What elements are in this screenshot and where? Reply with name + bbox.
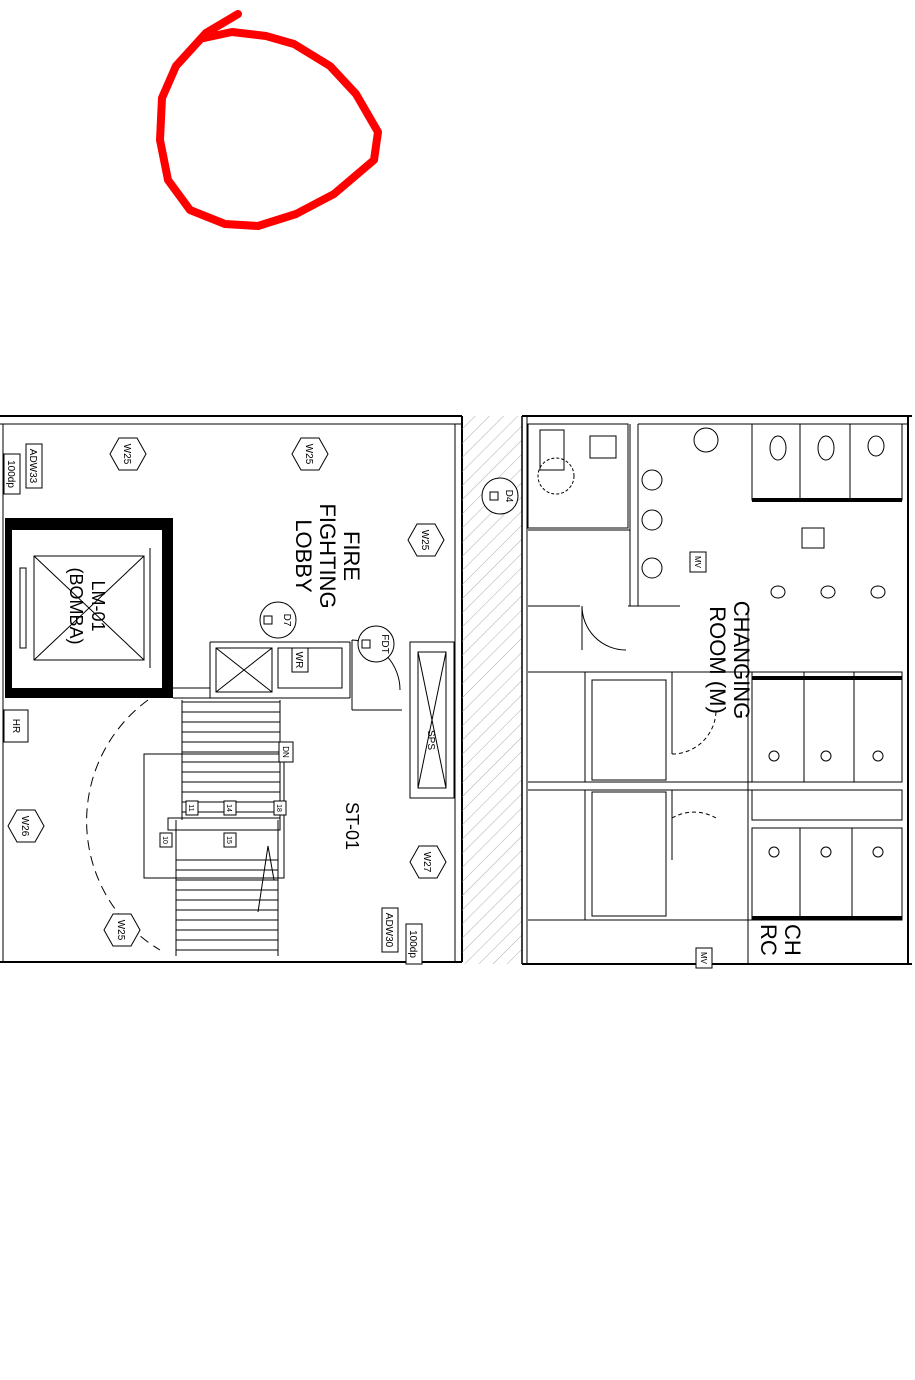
svg-text:D7: D7 xyxy=(281,614,292,627)
label-stair: ST-01 xyxy=(342,802,362,850)
red-annotation-circle xyxy=(156,10,382,230)
svg-text:CH: CH xyxy=(780,924,805,956)
svg-text:15: 15 xyxy=(225,836,232,844)
label-changing-room-partial: CH RC xyxy=(756,924,805,956)
svg-text:CHANGING: CHANGING xyxy=(729,601,754,720)
step-tag-10: 10 xyxy=(159,832,173,848)
tag-100dp-bottom: 100dp xyxy=(405,923,423,965)
tag-w25-3: W25 xyxy=(407,523,445,557)
svg-text:WR: WR xyxy=(293,652,304,669)
lift-car xyxy=(33,555,145,661)
svg-text:W27: W27 xyxy=(421,852,432,873)
svg-text:ADW30: ADW30 xyxy=(383,913,394,948)
tag-w27: W27 xyxy=(409,845,447,879)
svg-text:ROOM (M): ROOM (M) xyxy=(705,606,730,714)
step-tag-14: 14 xyxy=(223,800,237,816)
svg-text:RC: RC xyxy=(756,924,781,956)
step-tag-15: 15 xyxy=(223,832,237,848)
door-swing-dashed xyxy=(86,699,161,951)
tag-adw33: ADW33 xyxy=(25,443,43,489)
svg-text:W25: W25 xyxy=(303,444,314,465)
svg-text:W25: W25 xyxy=(121,444,132,465)
label-fire-fighting-lobby: FIRE FIGHTING LOBBY xyxy=(291,503,364,608)
tag-w26: W26 xyxy=(7,809,45,843)
tag-mv-1: MV xyxy=(689,551,707,573)
tag-fdt: FDT xyxy=(357,625,395,663)
svg-text:MV: MV xyxy=(693,556,702,569)
svg-text:W25: W25 xyxy=(115,920,126,941)
tag-d4: D4 xyxy=(481,477,519,515)
svg-text:100dp: 100dp xyxy=(5,460,16,488)
svg-text:MV: MV xyxy=(699,952,708,965)
svg-text:100dp: 100dp xyxy=(407,930,418,958)
svg-text:D4: D4 xyxy=(503,490,514,503)
step-tag-11: 11 xyxy=(185,800,199,816)
tag-sps: SPS xyxy=(425,730,436,750)
tag-w25-4: W25 xyxy=(103,913,141,947)
sps-shaft xyxy=(409,641,455,799)
tag-w25-1: W25 xyxy=(109,437,147,471)
svg-text:FIRE: FIRE xyxy=(339,531,364,581)
svg-text:ADW33: ADW33 xyxy=(27,449,38,484)
plan-drawing xyxy=(0,415,912,965)
tag-hr: HR xyxy=(10,719,21,733)
tag-w25-2: W25 xyxy=(291,437,329,471)
svg-text:10: 10 xyxy=(161,836,168,844)
step-tag-18: 18 xyxy=(273,800,287,816)
svg-text:SPS: SPS xyxy=(425,730,436,750)
label-changing-room-m: CHANGING ROOM (M) xyxy=(705,601,754,720)
svg-text:HR: HR xyxy=(10,719,21,733)
tag-adw30: ADW30 xyxy=(381,907,399,953)
tag-mv-2: MV xyxy=(695,947,713,969)
svg-text:18: 18 xyxy=(275,804,282,812)
label-lift: LM-01 (BOMBA) xyxy=(66,567,108,644)
svg-text:DN: DN xyxy=(281,746,290,758)
svg-text:FIGHTING: FIGHTING xyxy=(315,503,340,608)
svg-text:W25: W25 xyxy=(419,530,430,551)
svg-text:W26: W26 xyxy=(19,816,30,837)
svg-text:ST-01: ST-01 xyxy=(342,802,362,850)
tag-100dp-top: 100dp xyxy=(3,453,21,495)
svg-text:11: 11 xyxy=(187,804,194,811)
svg-text:LOBBY: LOBBY xyxy=(291,519,316,593)
tag-d7: D7 xyxy=(259,601,297,639)
svg-text:(BOMBA): (BOMBA) xyxy=(66,567,86,644)
svg-text:LM-01: LM-01 xyxy=(88,580,108,631)
svg-text:14: 14 xyxy=(225,804,232,812)
tag-wr: WR xyxy=(291,647,309,673)
stair-treads xyxy=(176,701,280,951)
tag-dn: DN xyxy=(278,741,294,763)
svg-text:FDT: FDT xyxy=(379,634,390,653)
